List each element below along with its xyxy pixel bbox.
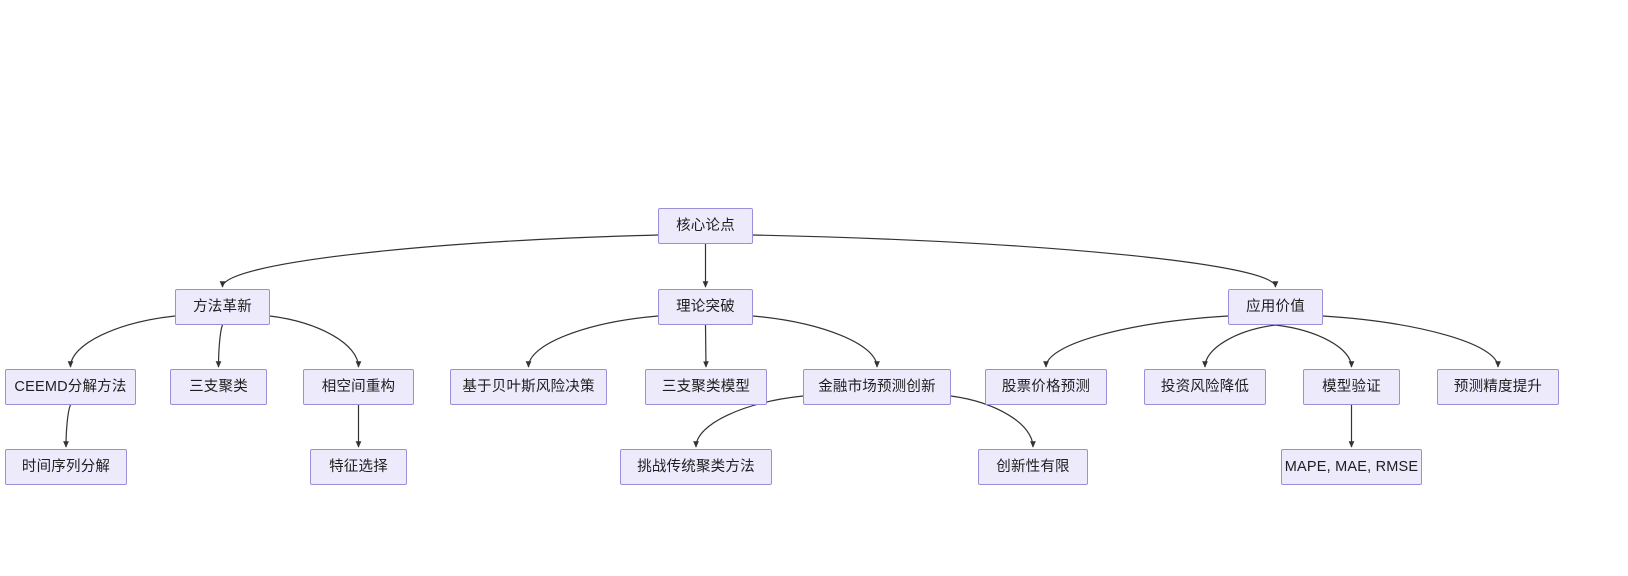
node-l4b[interactable]: 特征选择 bbox=[310, 449, 407, 485]
node-l3c[interactable]: 相空间重构 bbox=[303, 369, 414, 405]
node-label: 股票价格预测 bbox=[1001, 378, 1091, 395]
edge-l2a-to-l3b bbox=[215, 324, 224, 368]
node-l4d[interactable]: 创新性有限 bbox=[978, 449, 1088, 485]
node-l3g[interactable]: 股票价格预测 bbox=[985, 369, 1107, 405]
node-label: 挑战传统聚类方法 bbox=[637, 458, 755, 475]
edge-l2b-to-l3e bbox=[703, 324, 709, 368]
node-l3d[interactable]: 基于贝叶斯风险决策 bbox=[450, 369, 607, 405]
node-root[interactable]: 核心论点 bbox=[658, 208, 753, 244]
node-label: CEEMD分解方法 bbox=[14, 378, 127, 395]
node-label: 相空间重构 bbox=[321, 378, 396, 395]
edge-l2c-to-l3j bbox=[1322, 315, 1501, 368]
edge-l2c-to-l3g bbox=[1043, 315, 1229, 368]
node-label: 投资风险降低 bbox=[1160, 378, 1250, 395]
edge-root-to-l2a bbox=[219, 234, 659, 288]
node-l3a[interactable]: CEEMD分解方法 bbox=[5, 369, 136, 405]
node-l3i[interactable]: 模型验证 bbox=[1303, 369, 1400, 405]
edge-l2b-to-l3d bbox=[525, 315, 659, 368]
node-label: 时间序列分解 bbox=[21, 458, 111, 475]
node-l3e[interactable]: 三支聚类模型 bbox=[645, 369, 767, 405]
node-l2a[interactable]: 方法革新 bbox=[175, 289, 270, 325]
node-label: 应用价值 bbox=[1246, 298, 1305, 315]
edge-l2a-to-l3c bbox=[269, 315, 362, 368]
node-l2c[interactable]: 应用价值 bbox=[1228, 289, 1323, 325]
node-label: 金融市场预测创新 bbox=[818, 378, 936, 395]
edge-l2c-to-l3i bbox=[1275, 324, 1355, 368]
node-label: 模型验证 bbox=[1322, 378, 1381, 395]
edge-l3a-to-l4a bbox=[63, 404, 72, 448]
node-l4a[interactable]: 时间序列分解 bbox=[5, 449, 127, 485]
node-l3j[interactable]: 预测精度提升 bbox=[1437, 369, 1559, 405]
node-l3f[interactable]: 金融市场预测创新 bbox=[803, 369, 951, 405]
node-label: 三支聚类模型 bbox=[661, 378, 751, 395]
node-label: 三支聚类 bbox=[189, 378, 248, 395]
edge-l2a-to-l3a bbox=[67, 315, 176, 368]
edge-root-to-l2c bbox=[752, 234, 1279, 288]
node-label: 预测精度提升 bbox=[1453, 378, 1543, 395]
node-label: 基于贝叶斯风险决策 bbox=[462, 378, 595, 395]
node-label: 创新性有限 bbox=[996, 458, 1070, 475]
node-label: 核心论点 bbox=[676, 217, 735, 234]
node-label: MAPE, MAE, RMSE bbox=[1284, 458, 1419, 475]
node-label: 理论突破 bbox=[676, 298, 735, 315]
node-label: 特征选择 bbox=[329, 458, 388, 475]
node-l3b[interactable]: 三支聚类 bbox=[170, 369, 267, 405]
edge-l2b-to-l3f bbox=[752, 315, 880, 368]
node-label: 方法革新 bbox=[193, 298, 252, 315]
node-l3h[interactable]: 投资风险降低 bbox=[1144, 369, 1266, 405]
edge-l2c-to-l3h bbox=[1202, 324, 1276, 368]
node-l4e[interactable]: MAPE, MAE, RMSE bbox=[1281, 449, 1422, 485]
node-l4c[interactable]: 挑战传统聚类方法 bbox=[620, 449, 772, 485]
node-l2b[interactable]: 理论突破 bbox=[658, 289, 753, 325]
